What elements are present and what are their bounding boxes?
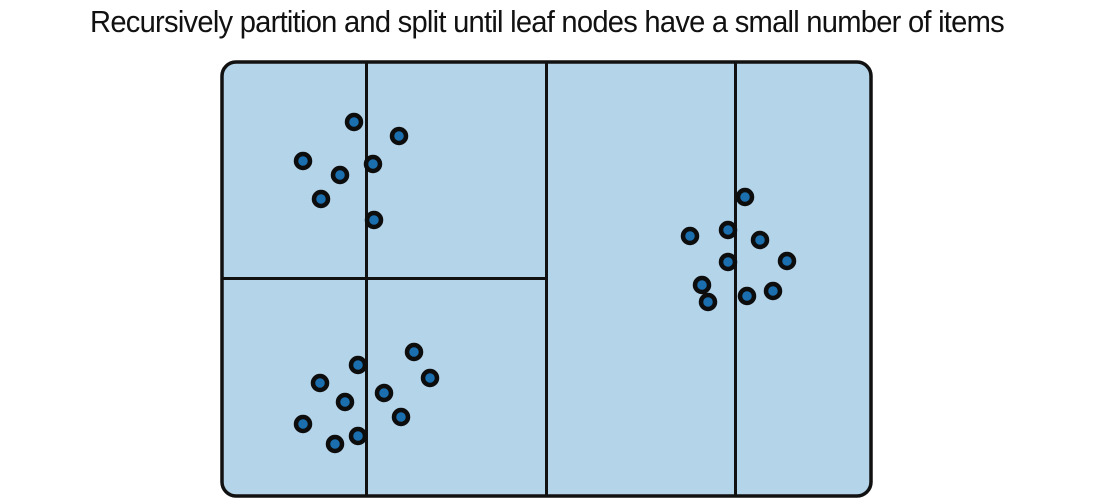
data-point <box>737 286 757 306</box>
data-point-center <box>411 349 417 355</box>
data-point <box>364 210 384 230</box>
data-point <box>293 414 313 434</box>
data-point <box>330 165 350 185</box>
data-point-center <box>744 293 750 299</box>
data-point-center <box>381 390 387 396</box>
data-point-center <box>398 414 404 420</box>
data-point <box>750 230 770 250</box>
data-point-center <box>371 217 377 223</box>
data-point <box>718 220 738 240</box>
data-point <box>325 434 345 454</box>
data-point-center <box>770 288 776 294</box>
diagram-title: Recursively partition and split until le… <box>90 4 1005 39</box>
data-point-center <box>427 375 433 381</box>
data-point <box>692 275 712 295</box>
data-point <box>420 368 440 388</box>
data-point <box>335 392 355 412</box>
data-point-center <box>317 380 323 386</box>
data-point-center <box>370 161 376 167</box>
data-point-center <box>699 282 705 288</box>
data-point-center <box>705 299 711 305</box>
data-point-center <box>318 196 324 202</box>
data-point <box>293 151 313 171</box>
data-point-center <box>396 133 402 139</box>
data-point-center <box>342 399 348 405</box>
data-point <box>404 342 424 362</box>
data-point-center <box>332 441 338 447</box>
data-point <box>735 187 755 207</box>
data-point-center <box>337 172 343 178</box>
data-point <box>310 373 330 393</box>
data-point-center <box>687 233 693 239</box>
data-point-center <box>725 227 731 233</box>
data-point-center <box>742 194 748 200</box>
data-point <box>777 251 797 271</box>
data-point-center <box>300 158 306 164</box>
data-points <box>293 112 797 454</box>
data-point <box>363 154 383 174</box>
data-point <box>718 252 738 272</box>
data-point <box>348 426 368 446</box>
data-point <box>374 383 394 403</box>
data-point-center <box>300 421 306 427</box>
data-point-center <box>355 433 361 439</box>
data-point <box>348 355 368 375</box>
data-point-center <box>351 119 357 125</box>
data-point <box>344 112 364 132</box>
data-point-center <box>757 237 763 243</box>
data-point-center <box>725 259 731 265</box>
data-point-center <box>784 258 790 264</box>
data-point <box>680 226 700 246</box>
data-point <box>391 407 411 427</box>
data-point-center <box>355 362 361 368</box>
data-point <box>698 292 718 312</box>
data-point <box>311 189 331 209</box>
data-point <box>389 126 409 146</box>
data-point <box>763 281 783 301</box>
